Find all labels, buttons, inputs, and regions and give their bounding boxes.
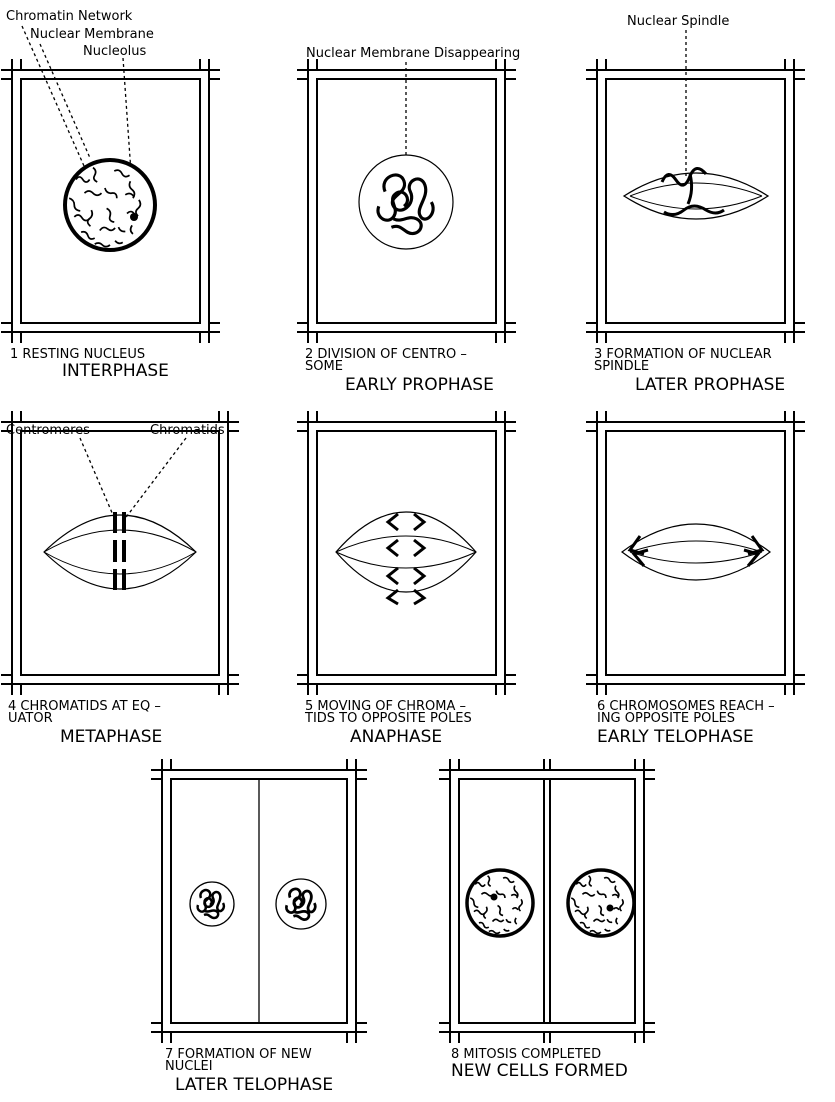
chromatids-at-equator xyxy=(115,512,124,590)
nucleolus xyxy=(130,213,138,221)
metaphase-spindle xyxy=(44,512,196,590)
spindle-fiber xyxy=(630,552,762,563)
label-nuclear-spindle: Nuclear Spindle xyxy=(627,14,729,29)
spindle-fiber xyxy=(630,541,762,552)
caption-7-line-2: NUCLEI xyxy=(165,1059,213,1074)
resting-nucleus xyxy=(65,160,155,250)
phase-name-2: EARLY PROPHASE xyxy=(345,375,494,395)
annotation-pointers xyxy=(22,26,686,522)
spindle-outline xyxy=(624,173,768,219)
caption-8-line-1: 8 MITOSIS COMPLETED xyxy=(451,1047,601,1062)
nuclear-membrane xyxy=(65,160,155,250)
phase-name-8: NEW CELLS FORMED xyxy=(451,1061,628,1081)
spindle-fiber xyxy=(336,536,476,552)
telophase-spindle xyxy=(622,524,770,580)
cell-frame-5 xyxy=(297,411,516,695)
spindle-fiber xyxy=(630,183,762,196)
nucleolus xyxy=(491,894,498,901)
caption-2-line-2: SOME xyxy=(305,359,343,374)
label-membrane-disappearing: Nuclear Membrane Disappearing xyxy=(306,46,520,61)
cell-frame-6 xyxy=(586,411,805,695)
spindle-outline xyxy=(44,515,196,589)
label-chromatin-network: Chromatin Network xyxy=(6,9,133,24)
caption-4-line-2: UATOR xyxy=(8,711,53,726)
cell-frame-4 xyxy=(1,411,239,695)
pointer-centromeres xyxy=(80,438,116,522)
phase-name-1: INTERPHASE xyxy=(62,361,169,381)
caption-6-line-2: ING OPPOSITE POLES xyxy=(597,711,735,726)
caption-3-line-2: SPINDLE xyxy=(594,359,649,374)
phase-name-4: METAPHASE xyxy=(60,727,162,747)
daughter-nucleus-left xyxy=(467,870,533,936)
caption-5-line-2: TIDS TO OPPOSITE POLES xyxy=(304,711,472,726)
caption-1-line-1: 1 RESTING NUCLEUS xyxy=(10,347,145,362)
label-centromeres: Centromeres xyxy=(6,423,90,438)
daughter-nucleus-right xyxy=(568,870,634,936)
label-nuclear-membrane: Nuclear Membrane xyxy=(30,27,154,42)
pointer-chromatids xyxy=(124,438,186,520)
cell-frame-7 xyxy=(151,759,367,1043)
nuclear-spindle xyxy=(624,168,768,219)
label-nucleolus: Nucleolus xyxy=(83,44,147,59)
anaphase-spindle xyxy=(336,512,476,604)
prophase-nucleus xyxy=(359,155,453,249)
forming-nuclei xyxy=(190,879,326,929)
cell-frame-3 xyxy=(586,59,805,343)
label-chromatids: Chromatids xyxy=(150,423,225,438)
spindle-outline xyxy=(336,512,476,592)
phase-name-7: LATER TELOPHASE xyxy=(175,1075,333,1095)
phase-name-5: ANAPHASE xyxy=(350,727,442,747)
phase-name-6: EARLY TELOPHASE xyxy=(597,727,754,747)
pointer-nuclear-membrane xyxy=(40,44,90,158)
pointer-chromatin-network xyxy=(22,26,84,166)
phase-name-3: LATER PROPHASE xyxy=(635,375,785,395)
nucleolus xyxy=(607,905,614,912)
spindle-fiber xyxy=(336,552,476,568)
